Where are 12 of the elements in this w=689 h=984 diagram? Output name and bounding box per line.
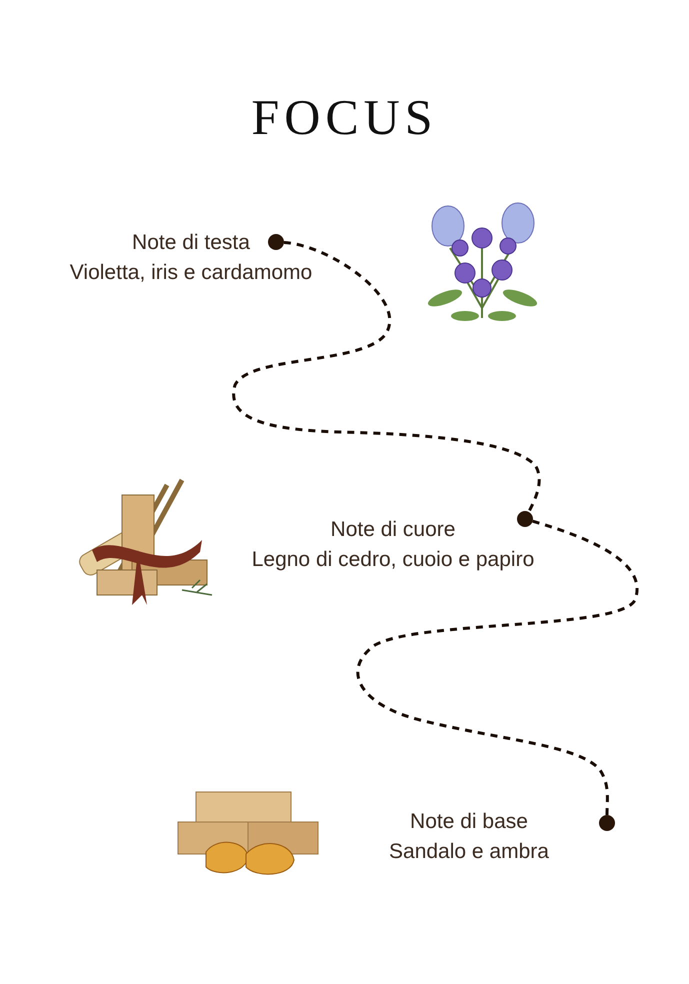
note-ingredients: Legno di cedro, cuoio e papiro: [252, 547, 534, 573]
dashed-path: [232, 240, 541, 513]
dashed-path: [356, 520, 638, 816]
note-heading: Note di base: [410, 809, 528, 835]
path-dot: [599, 815, 615, 831]
note-ingredients: Sandalo e ambra: [389, 839, 549, 865]
title: FOCUS: [250, 88, 439, 146]
note-ingredients: Violetta, iris e cardamomo: [70, 260, 312, 286]
note-heading: Note di cuore: [330, 517, 456, 543]
note-heading: Note di testa: [132, 230, 250, 256]
path-dot: [268, 234, 284, 250]
path-dot: [517, 511, 533, 527]
